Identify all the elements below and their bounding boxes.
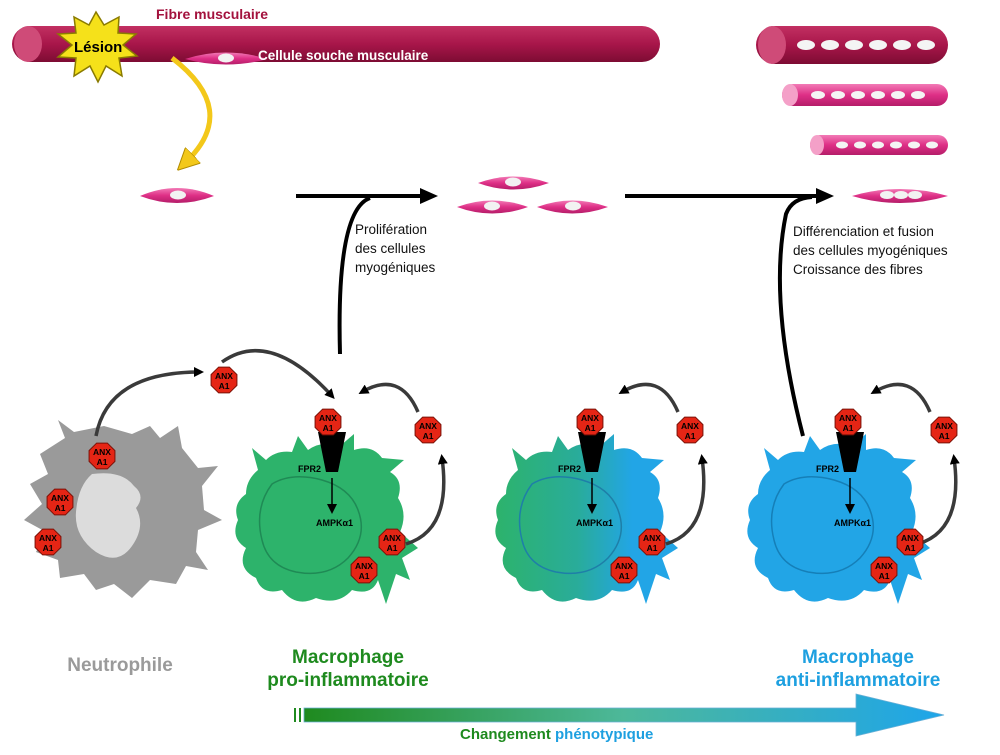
phenotype-change-label: Changement phénotypique — [460, 726, 653, 743]
fpr2-receptor — [578, 432, 606, 472]
anxa1-text-top: ANX — [581, 413, 599, 423]
pro-label-line-2: pro-inflammatoire — [267, 670, 429, 691]
fpr2-receptor — [318, 432, 346, 472]
anxa1-text-bottom: A1 — [55, 503, 66, 513]
differentiation-label: Différenciation et fusion des cellules m… — [793, 222, 948, 279]
neutrophil-label: Neutrophile — [67, 655, 173, 676]
anxa1-text-top: ANX — [383, 533, 401, 543]
ampk-label: AMPKα1 — [576, 518, 613, 528]
anxa1-text-bottom: A1 — [939, 431, 950, 441]
anxa1-text-top: ANX — [901, 533, 919, 543]
feedback-loops — [94, 348, 960, 546]
anxa1-text-bottom: A1 — [97, 457, 108, 467]
phenotype-arrow — [294, 693, 945, 737]
fpr2-label: FPR2 — [816, 464, 839, 474]
stem-cell-on-fibre — [185, 52, 268, 65]
anxa1-text-bottom: A1 — [843, 423, 854, 433]
anxa1-text-top: ANX — [215, 371, 233, 381]
lesion-star — [55, 10, 139, 84]
arrow-anti-to-differentiation — [777, 195, 813, 437]
fpr2-receptor — [836, 432, 864, 472]
differentiation-line-3: Croissance des fibres — [793, 262, 923, 277]
pro-label-line-1: Macrophage — [292, 647, 404, 668]
anxa1-text-top: ANX — [51, 493, 69, 503]
satellite-cell — [140, 188, 214, 203]
fibre-label: Fibre musculaire — [156, 6, 269, 22]
arrow-pro-to-proliferation — [337, 196, 371, 355]
anxa1-text-top: ANX — [681, 421, 699, 431]
stem-cell-label: Cellule souche musculaire — [258, 48, 429, 63]
anxa1-text-top: ANX — [419, 421, 437, 431]
phenotype-word-2: phénotypique — [555, 726, 654, 743]
anxa1-text-bottom: A1 — [685, 431, 696, 441]
pro-inflammatory-label: Macrophage pro-inflammatoire — [238, 646, 458, 692]
anxa1-text-bottom: A1 — [585, 423, 596, 433]
anxa1-text-bottom: A1 — [647, 543, 658, 553]
anxa1-text-top: ANX — [935, 421, 953, 431]
yellow-arrow — [170, 56, 213, 162]
anxa1-text-top: ANX — [615, 561, 633, 571]
anxa1-text-bottom: A1 — [619, 571, 630, 581]
ampk-label: AMPKα1 — [834, 518, 871, 528]
lesion-label: Lésion — [74, 39, 123, 56]
ampk-label: AMPKα1 — [316, 518, 353, 528]
proliferation-line-2: des cellules — [355, 241, 426, 256]
anxa1-text-bottom: A1 — [905, 543, 916, 553]
anti-label-line-1: Macrophage — [802, 647, 914, 668]
fpr2-label: FPR2 — [558, 464, 581, 474]
differentiation-line-2: des cellules myogéniques — [793, 243, 948, 258]
anxa1-text-top: ANX — [875, 561, 893, 571]
anxa1-text-bottom: A1 — [219, 381, 230, 391]
anxa1-text-top: ANX — [93, 447, 111, 457]
fpr2-label: FPR2 — [298, 464, 321, 474]
anxa1-text-top: ANX — [839, 413, 857, 423]
anxa1-text-bottom: A1 — [323, 423, 334, 433]
proliferating-cells — [457, 176, 608, 214]
anxa1-text-top: ANX — [319, 413, 337, 423]
proliferation-line-3: myogéniques — [355, 260, 436, 275]
fused-myotube — [852, 189, 948, 203]
anxa1-text-bottom: A1 — [387, 543, 398, 553]
anxa1-text-bottom: A1 — [43, 543, 54, 553]
anxa1-text-top: ANX — [355, 561, 373, 571]
anxa1-text-bottom: A1 — [423, 431, 434, 441]
proliferation-line-1: Prolifération — [355, 222, 428, 237]
differentiation-line-1: Différenciation et fusion — [793, 224, 934, 239]
muscle-fibre — [12, 26, 660, 62]
anxa1-text-top: ANX — [39, 533, 57, 543]
neutrophil-cell — [24, 420, 222, 598]
phenotype-word-1: Changement — [460, 726, 551, 743]
proliferation-label: Prolifération des cellules myogéniques — [355, 220, 435, 277]
fpr2-receptors — [318, 432, 864, 514]
anti-inflammatory-label: Macrophage anti-inflammatoire — [738, 646, 978, 692]
growing-fibres — [756, 26, 948, 155]
anxa1-text-bottom: A1 — [879, 571, 890, 581]
anxa1-text-bottom: A1 — [359, 571, 370, 581]
anti-label-line-2: anti-inflammatoire — [775, 670, 941, 691]
anxa1-text-top: ANX — [643, 533, 661, 543]
